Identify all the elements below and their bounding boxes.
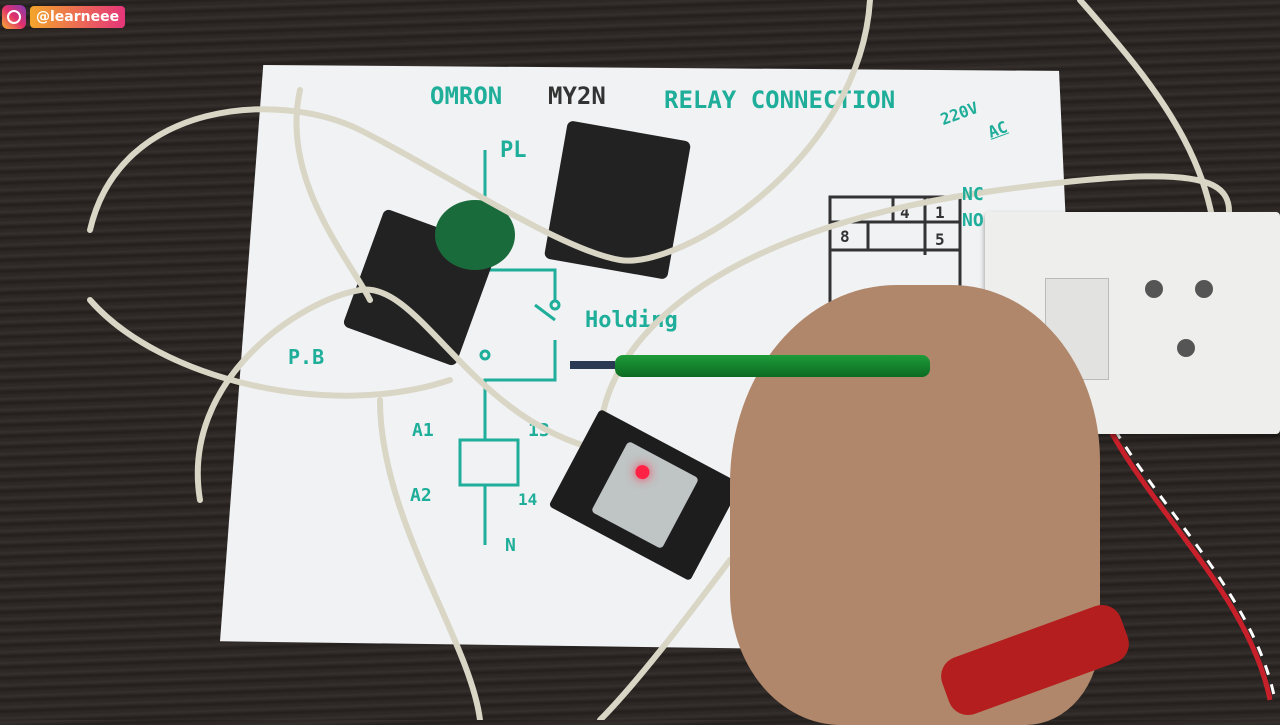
no-label: NO [962,210,984,231]
tester-screwdriver [570,355,930,377]
socket-hole [1195,280,1213,298]
neutral-label: N [505,535,516,556]
pin-5: 5 [935,230,945,249]
socket-hole [1145,280,1163,298]
relay-indicator-led [632,462,652,482]
socket-hole [1177,339,1195,357]
terminal-14-label: 14 [518,490,538,509]
screwdriver-blade [570,361,615,369]
instagram-icon [2,5,26,29]
screwdriver-handle [615,355,930,377]
pin-1: 1 [935,203,945,222]
title-model: MY2N [548,82,606,110]
pin-4: 4 [900,203,910,222]
nc-label: NC [962,184,984,205]
pilot-lamp-label: PL [500,138,527,163]
relay-body [590,440,700,550]
instagram-handle: @learneee [30,6,126,28]
a1-label: A1 [412,420,434,441]
title-brand: OMRON [430,82,503,110]
watermark: @learneee [2,5,126,29]
a2-label: A2 [410,485,432,506]
pb-label: P.B [288,345,325,369]
title-rest: RELAY CONNECTION [664,86,896,114]
pin-8: 8 [840,227,850,246]
